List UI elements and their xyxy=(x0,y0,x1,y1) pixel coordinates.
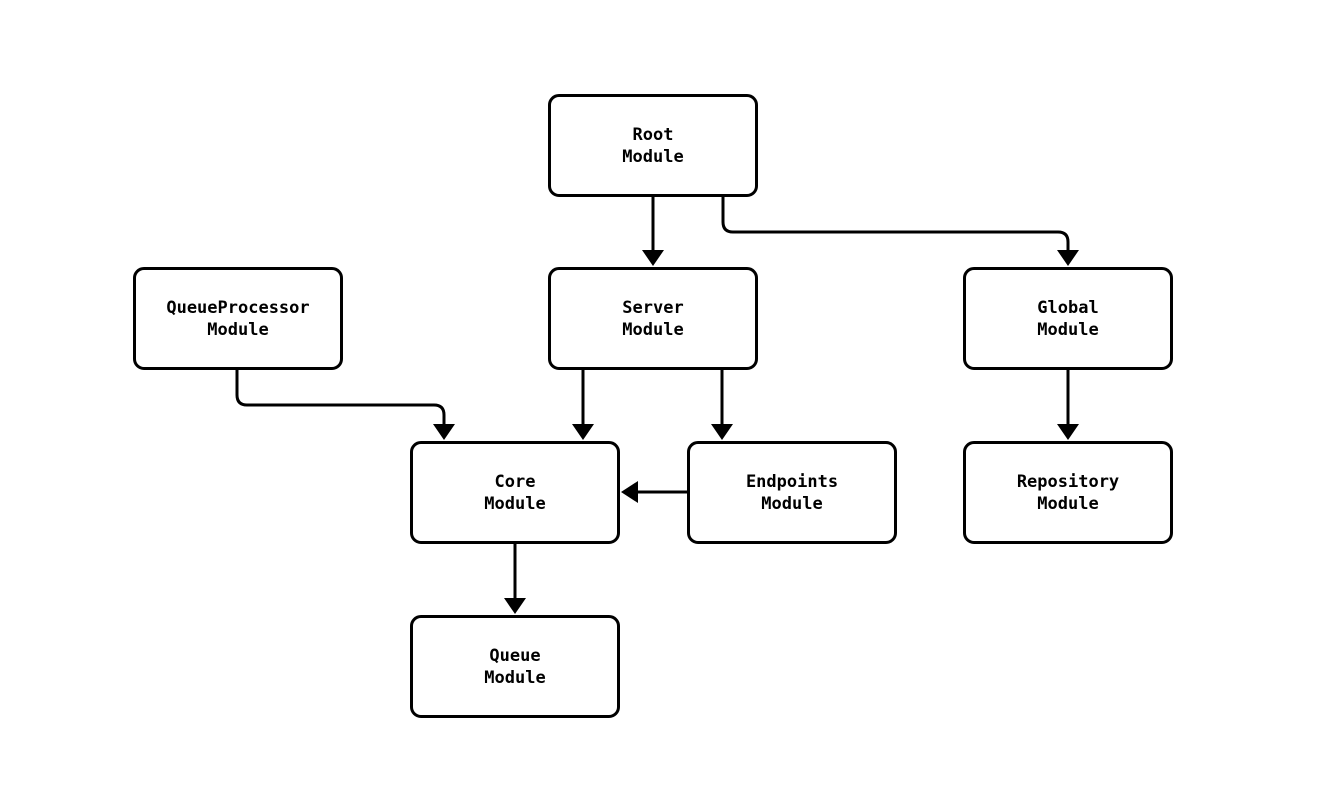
edge-server-to-core xyxy=(572,370,594,440)
edge-server-to-endpoints xyxy=(711,370,733,440)
edge-root-to-global xyxy=(721,197,1079,266)
node-core-label: Core Module xyxy=(484,471,546,514)
node-queueprocessor[interactable]: QueueProcessor Module xyxy=(133,267,343,370)
node-global[interactable]: Global Module xyxy=(963,267,1173,370)
node-repository[interactable]: Repository Module xyxy=(963,441,1173,544)
node-server-label: Server Module xyxy=(622,297,684,340)
edge-endpoints-to-core xyxy=(621,481,687,503)
node-root[interactable]: Root Module xyxy=(548,94,758,197)
node-queue-label: Queue Module xyxy=(484,645,546,688)
node-global-label: Global Module xyxy=(1037,297,1099,340)
node-endpoints-label: Endpoints Module xyxy=(745,471,839,514)
edge-core-to-queue xyxy=(504,544,526,614)
edge-root-to-server xyxy=(642,197,664,266)
edge-global-to-repository xyxy=(1057,370,1079,440)
node-queue[interactable]: Queue Module xyxy=(410,615,620,718)
node-endpoints[interactable]: Endpoints Module xyxy=(687,441,897,544)
edge-queueprocessor-to-core xyxy=(235,370,455,440)
node-core[interactable]: Core Module xyxy=(410,441,620,544)
node-queueprocessor-label: QueueProcessor Module xyxy=(166,297,310,340)
node-root-label: Root Module xyxy=(622,124,684,167)
node-server[interactable]: Server Module xyxy=(548,267,758,370)
node-repository-label: Repository Module xyxy=(1016,471,1120,514)
